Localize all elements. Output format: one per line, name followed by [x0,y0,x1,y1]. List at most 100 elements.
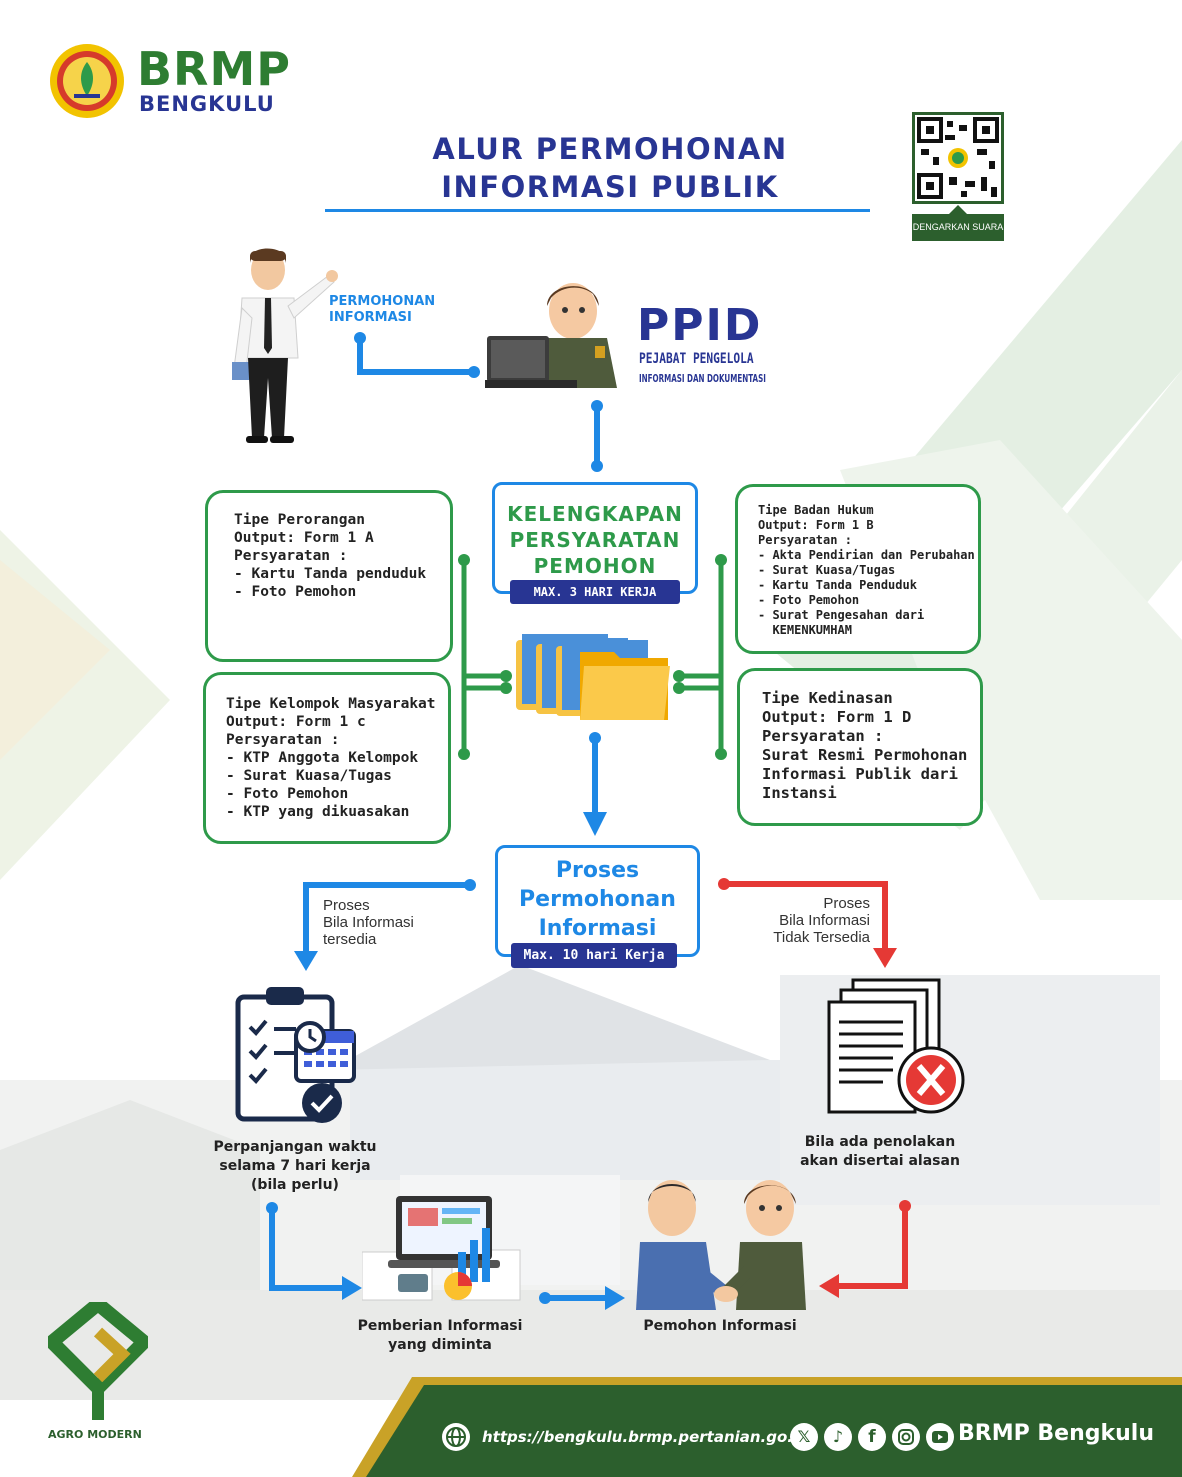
badan-hukum-line-5: - Kartu Tanda Penduduk [758,578,917,592]
perpanjangan-line-2: selama 7 hari kerja [219,1158,371,1174]
unavailable-line-1: Proses [823,895,870,912]
agro-modern-label: AGRO MODERN [48,1428,142,1441]
emblem-icon [50,44,124,118]
connector-ppid-kelengkapan [591,400,603,472]
badan-hukum-line-3: - Akta Pendirian dan Perubahan [758,548,975,562]
available-line-1: Proses [323,897,370,914]
pemberian-line-1: Pemberian Informasi [357,1318,523,1334]
ppid-title: PPID [637,300,763,351]
facebook-icon[interactable]: f [858,1423,886,1451]
kelengkapan-line-1: KELENGKAPAN [507,502,683,526]
connector-request-ppid [354,332,480,378]
penolakan-line-1: Bila ada penolakan [804,1134,956,1150]
pemohon-caption: Pemohon Informasi [643,1318,797,1334]
brand-name: BRMP [137,42,291,96]
kelompok-line-1: Output: Form 1 c [226,714,366,730]
available-line-2: Bila Informasi [323,914,414,931]
qr-label-pointer [948,205,968,215]
kelompok-line-6: - KTP yang dikuasakan [226,804,410,820]
badan-hukum-line-7: - Surat Pengesahan dari [758,608,925,622]
qr-code[interactable] [912,112,1004,204]
request-label-line-1: PERMOHONAN [329,294,436,309]
qr-label[interactable]: DENGARKAN SUARA [912,214,1004,241]
tiktok-icon[interactable]: ♪ [824,1423,852,1451]
connector-available [294,879,476,971]
badan-hukum-line-0: Tipe Badan Hukum [758,503,874,517]
pemberian-line-2: yang diminta [388,1337,492,1353]
perorangan-line-2: Persyaratan : [234,548,348,564]
rejected-documents-icon [827,978,965,1114]
title-line-1: ALUR PERMOHONAN [432,132,788,166]
kedinasan-line-1: Output: Form 1 D [762,708,912,726]
request-label-line-2: INFORMASI [329,310,412,325]
proses-box: Proses Permohonan Informasi [495,845,700,957]
agro-modern-logo [48,1302,148,1420]
unavailable-line-3: Tidak Tersedia [773,929,870,946]
footer-band [352,1377,1182,1477]
box-perorangan: Tipe Perorangan Output: Form 1 A Persyar… [205,490,453,662]
penolakan-caption: Bila ada penolakan akan disertai alasan [790,1133,970,1171]
kelompok-line-4: - Surat Kuasa/Tugas [226,768,392,784]
badan-hukum-line-6: - Foto Pemohon [758,593,860,607]
unavailable-line-2: Bila Informasi [779,912,870,929]
kelengkapan-box: KELENGKAPAN PERSYARATAN PEMOHON [492,482,698,594]
perorangan-line-3: - Kartu Tanda penduduk [234,566,427,582]
kelompok-line-0: Tipe Kelompok Masyarakat [226,696,436,712]
folders-icon [516,634,670,720]
ppid-subtitle-1: PEJABAT PENGELOLA [639,351,754,367]
qr-code-icon [917,117,999,199]
connector-perpanjangan-pemberian [266,1202,362,1300]
badan-hukum-line-8: KEMENKUMHAM [758,623,852,637]
kedinasan-line-3: Surat Resmi Permohonan [762,746,968,764]
brand-sub: BENGKULU [139,92,275,116]
perorangan-line-0: Tipe Perorangan [234,512,365,528]
instagram-icon[interactable] [892,1423,920,1451]
badan-hukum-line-1: Output: Form 1 B [758,518,874,532]
available-line-3: tersedia [323,931,377,948]
box-kedinasan: Tipe Kedinasan Output: Form 1 D Persyara… [737,668,983,826]
unavailable-label: Proses Bila Informasi Tidak Tersedia [760,895,870,946]
proses-line-2: Permohonan [519,887,676,912]
kedinasan-line-5: Instansi [762,784,837,802]
title-underline [325,209,870,212]
perorangan-line-4: - Foto Pemohon [234,584,357,600]
globe-icon [442,1423,470,1451]
x-icon[interactable]: 𝕏 [790,1423,818,1451]
kelengkapan-badge: MAX. 3 HARI KERJA [510,580,680,604]
kelompok-line-2: Persyaratan : [226,732,340,748]
brmp-logo [48,42,126,120]
page-title: ALUR PERMOHONAN INFORMASI PUBLIK [360,130,860,206]
badan-hukum-line-2: Persyaratan : [758,533,852,547]
perpanjangan-caption: Perpanjangan waktu selama 7 hari kerja (… [210,1138,380,1195]
connector-pemberian-pemohon [539,1286,625,1310]
requester-illustration [232,248,338,443]
proses-line-1: Proses [555,858,640,883]
perorangan-line-1: Output: Form 1 A [234,530,374,546]
pemberian-caption: Pemberian Informasi yang diminta [345,1317,535,1355]
badan-hukum-line-4: - Surat Kuasa/Tugas [758,563,896,577]
proses-badge: Max. 10 hari Kerja [511,943,677,968]
checklist-calendar-icon [235,987,356,1123]
connector-unavailable [718,878,897,968]
perpanjangan-line-3: (bila perlu) [251,1177,339,1193]
connector-folders-proses [583,732,607,836]
ppid-officer-illustration [485,283,617,388]
kelompok-line-5: - Foto Pemohon [226,786,349,802]
request-label: PERMOHONAN INFORMASI [329,294,435,326]
kedinasan-line-0: Tipe Kedinasan [762,689,893,707]
connector-penolakan-pemohon [819,1200,911,1298]
green-connectors [458,554,727,760]
kedinasan-line-2: Persyaratan : [762,727,884,745]
proses-line-3: Informasi [538,916,657,941]
kedinasan-line-4: Informasi Publik dari [762,765,958,783]
ppid-subtitle-2: INFORMASI DAN DOKUMENTASI [639,372,766,385]
title-line-2: INFORMASI PUBLIK [441,170,779,204]
youtube-icon[interactable] [926,1423,954,1451]
box-badan-hukum: Tipe Badan Hukum Output: Form 1 B Persya… [735,484,981,654]
available-label: Proses Bila Informasi tersedia [323,897,414,948]
social-handle: BRMP Bengkulu [958,1421,1154,1446]
website-link[interactable]: https://bengkulu.brmp.pertanian.go.id/ [482,1428,815,1446]
handshake-illustration [636,1180,806,1310]
perpanjangan-line-1: Perpanjangan waktu [213,1139,377,1155]
kelengkapan-line-3: PEMOHON [533,554,657,578]
